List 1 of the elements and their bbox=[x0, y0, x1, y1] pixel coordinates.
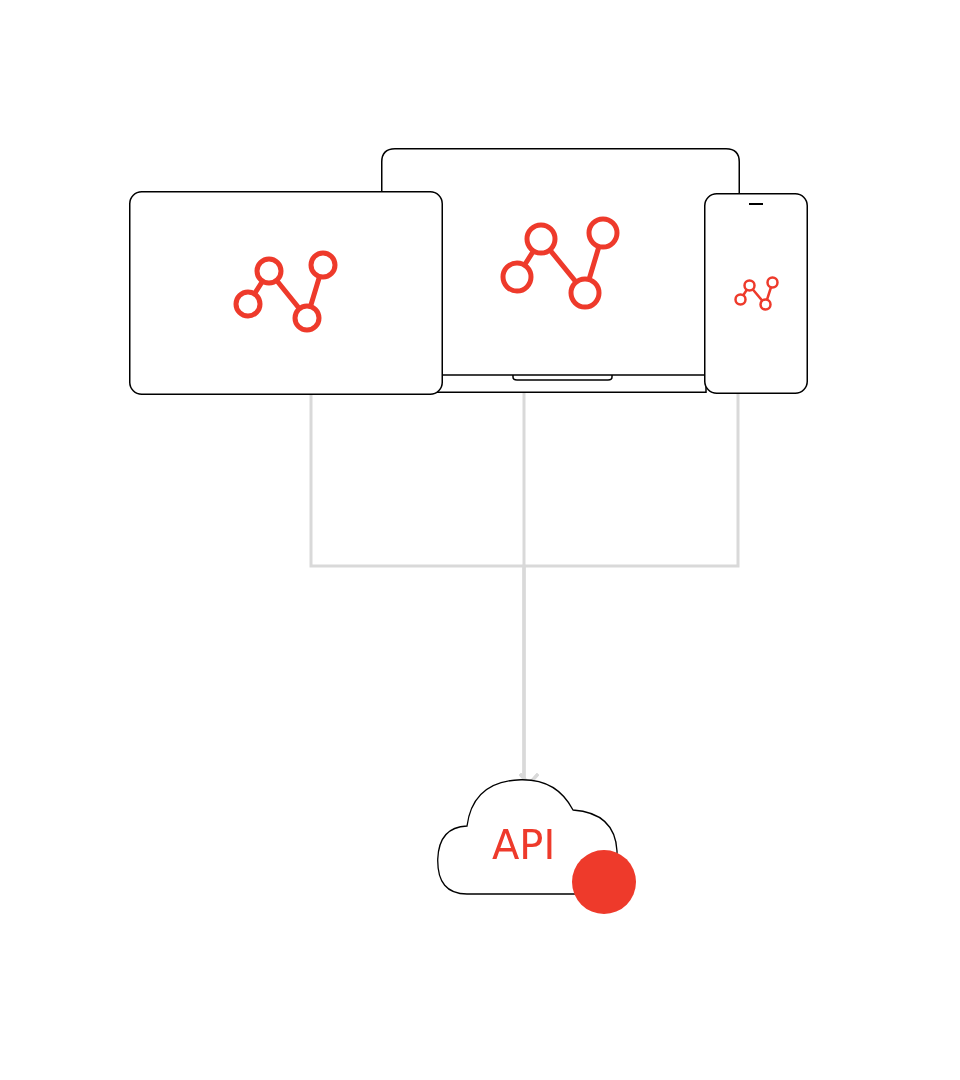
node-label: API bbox=[492, 825, 556, 865]
